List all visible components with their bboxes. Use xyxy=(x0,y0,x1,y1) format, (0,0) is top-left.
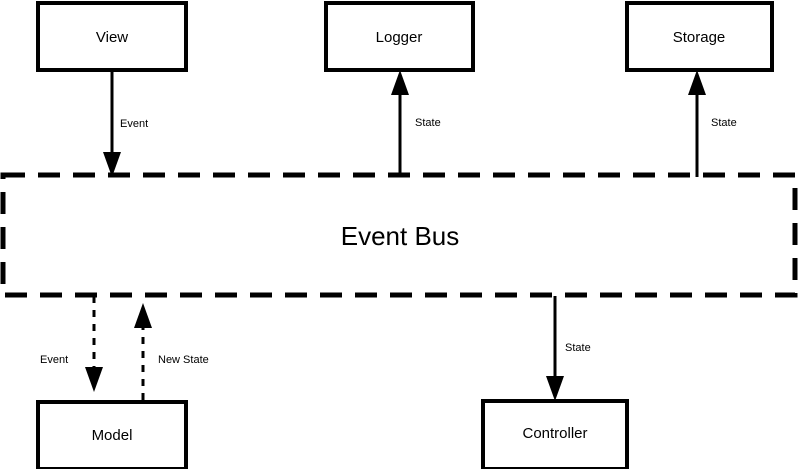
node-model[interactable]: Model xyxy=(36,400,188,469)
edge-model-to-bus[interactable]: New State xyxy=(134,303,209,400)
edge-model-to-bus-arrowhead xyxy=(134,303,152,328)
storage-rect xyxy=(625,1,774,72)
storage-label: Storage xyxy=(673,29,726,46)
model-label: Model xyxy=(92,427,133,444)
event-bus-label: Event Bus xyxy=(341,221,460,251)
edge-bus-to-storage-label: State xyxy=(711,117,737,129)
edge-view-to-bus-arrowhead xyxy=(103,152,121,177)
edge-bus-to-logger[interactable]: State xyxy=(391,70,441,177)
controller-rect xyxy=(481,399,629,469)
node-event-bus[interactable]: Event Bus xyxy=(0,172,798,298)
edge-bus-to-model[interactable]: Event xyxy=(40,296,103,392)
controller-label: Controller xyxy=(522,425,587,442)
event-bus-rect xyxy=(0,172,798,298)
edge-bus-to-controller-label: State xyxy=(565,342,591,354)
node-storage[interactable]: Storage xyxy=(625,1,774,72)
node-controller[interactable]: Controller xyxy=(481,399,629,469)
edge-model-to-bus-label: New State xyxy=(158,354,209,366)
model-rect xyxy=(36,400,188,469)
edge-view-to-bus[interactable]: Event xyxy=(103,70,148,177)
edge-bus-to-storage[interactable]: State xyxy=(688,70,737,177)
logger-rect xyxy=(324,1,475,72)
logger-label: Logger xyxy=(376,29,423,46)
node-logger[interactable]: Logger xyxy=(324,1,475,72)
edge-bus-to-logger-arrowhead xyxy=(391,70,409,95)
edge-bus-to-model-arrowhead xyxy=(85,367,103,392)
view-label: View xyxy=(96,29,128,46)
edge-bus-to-model-label: Event xyxy=(40,354,68,366)
edge-bus-to-controller[interactable]: State xyxy=(546,296,591,401)
edge-bus-to-storage-arrowhead xyxy=(688,70,706,95)
edge-bus-to-controller-arrowhead xyxy=(546,376,564,401)
node-view[interactable]: View xyxy=(36,1,188,72)
edge-view-to-bus-label: Event xyxy=(120,118,148,130)
edge-bus-to-logger-label: State xyxy=(415,117,441,129)
